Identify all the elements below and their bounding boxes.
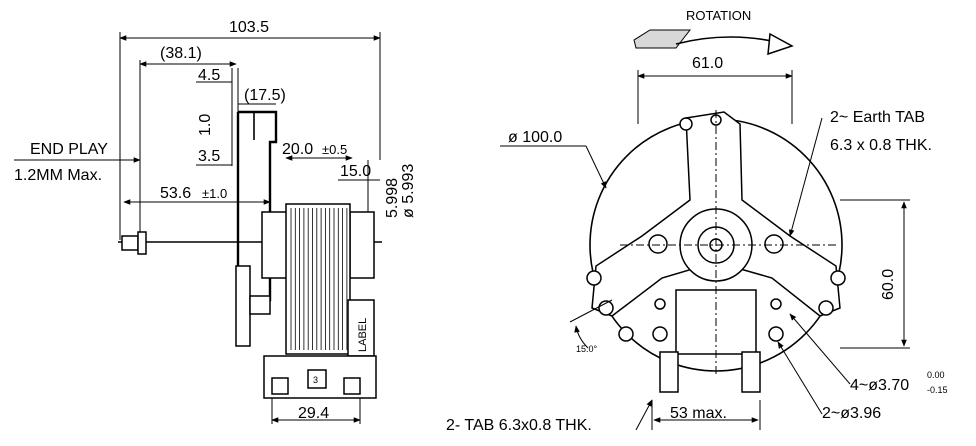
coil-laminations: [290, 208, 348, 350]
tab-spec-value: 2- TAB 6.3x0.8 THK.: [446, 417, 592, 434]
hole2-spec-value: 2~ø3.96: [822, 405, 881, 422]
fan-diameter-value: ø 100.0: [508, 129, 562, 146]
mount-hole: [768, 326, 784, 342]
foot-link: [249, 295, 271, 315]
mounting-foot: [235, 265, 251, 347]
mount-hole: [586, 270, 602, 286]
coil-stack: [285, 203, 351, 355]
fan-dia-arrow: [585, 145, 607, 189]
screw-left: [648, 234, 668, 254]
shaft-washer: [137, 231, 147, 255]
max-width-value: 53 max.: [670, 405, 727, 422]
top-hole: [679, 117, 693, 131]
height-value: 60.0: [880, 269, 897, 300]
coil-width-value: 20.0: [282, 141, 313, 158]
screw-right: [764, 234, 784, 254]
hole2-spec-leader: [777, 341, 823, 415]
rotation-arrow: [767, 32, 794, 56]
label-text: LABEL: [357, 318, 369, 352]
shaft-dia-min-value: ø 5.993: [400, 164, 417, 218]
bracket-offset-value: (38.1): [160, 45, 202, 62]
rotation-label: ROTATION: [686, 8, 751, 23]
shaft-ext-value: 15.0: [340, 163, 371, 180]
angle-value: 15.0°: [576, 344, 598, 354]
tab-right: [741, 351, 761, 393]
mount-hole: [652, 326, 668, 342]
mount-hole: [830, 270, 846, 286]
terminal-label: 3: [313, 375, 318, 385]
mount-span-value: 61.0: [692, 55, 723, 72]
terminal-right: [343, 377, 361, 395]
bearing-housing-left: [261, 211, 289, 279]
earth-tab-label: 2~ Earth TAB: [830, 109, 925, 126]
tab-width-value: 3.5: [198, 148, 220, 165]
bearing-housing-right: [349, 211, 375, 279]
hole-spec-leader: [789, 313, 851, 385]
tab-height-value: 1.0: [197, 114, 214, 136]
terminal-marker: [307, 369, 327, 389]
hole-tol-lower: -0.15: [927, 385, 948, 395]
front-view: ROTATION 61.0: [446, 8, 948, 434]
angle-arc: [574, 325, 589, 349]
end-play-label: END PLAY: [30, 141, 108, 158]
overall-length-value: 103.5: [229, 19, 269, 36]
hole-spec-value: 4~ø3.70: [850, 377, 909, 394]
coil-width-tolerance: ±0.5: [322, 142, 347, 157]
shaft-position-tolerance: ±1.0: [202, 186, 227, 201]
earth-tab-spec: 6.3 x 0.8 THK.: [830, 137, 932, 154]
earth-tab-leader: [788, 117, 823, 237]
shaft-position-value: 53.6: [160, 185, 191, 202]
side-view: LABEL 3 103.5 (38.1) 4.5 (17.5) 1.0 3.5 …: [14, 19, 417, 424]
mount-hole: [618, 326, 634, 342]
end-play-value: 1.2MM Max.: [14, 167, 102, 184]
mount-hole-small: [770, 298, 782, 310]
rotation-hatch: [633, 29, 692, 49]
bracket-width-value: (17.5): [244, 87, 286, 104]
base-width-value: 29.4: [298, 405, 329, 422]
tab-left: [659, 351, 679, 393]
terminal-left: [271, 377, 289, 395]
bracket-thickness-value: 4.5: [198, 67, 220, 84]
mount-hole: [818, 300, 834, 316]
angle-line: [569, 299, 613, 323]
tab-spec-leader: [635, 399, 653, 431]
hole-tol-upper: 0.00: [927, 370, 945, 380]
label-plate: [347, 299, 375, 357]
mount-hole-small: [654, 298, 666, 310]
shaft-end-cap: [121, 235, 139, 251]
shaft-dia-max-value: 5.998: [384, 178, 401, 218]
